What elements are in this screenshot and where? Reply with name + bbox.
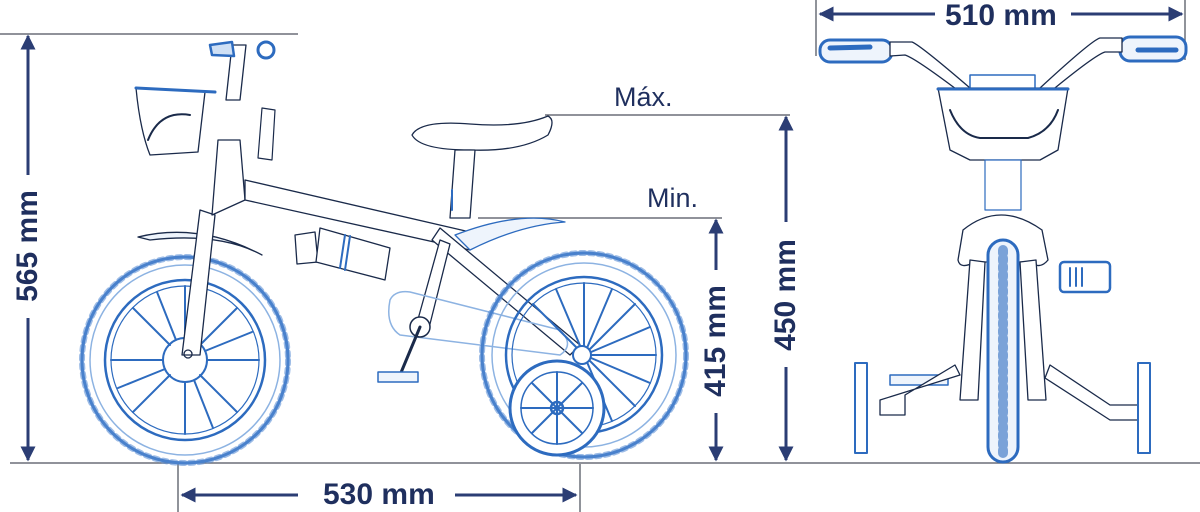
right-training-wheel (1137, 362, 1151, 454)
wheelbase-label: 530 mm (323, 478, 435, 511)
training-wheel (508, 359, 606, 457)
water-bottle (294, 227, 391, 281)
rear-wheel (479, 250, 689, 460)
pedal-front (1058, 260, 1112, 294)
rear-fender (454, 217, 566, 251)
front-view-bike (818, 35, 1188, 464)
handlebar-width-label: 510 mm (945, 0, 1057, 32)
right-training-arm (1044, 364, 1141, 421)
left-grip (818, 38, 894, 64)
chain-guard (388, 290, 569, 356)
front-fender (137, 231, 263, 256)
seat-max-height-label: 450 mm (769, 239, 802, 351)
dimension-arrows (20, 6, 1184, 503)
side-view-bike (79, 40, 689, 466)
handlebar-left (889, 41, 971, 93)
seat-min-label: Min. (647, 183, 699, 213)
front-wheel (79, 254, 291, 466)
front-fork (181, 209, 216, 356)
front-basket (135, 87, 206, 156)
left-training-arm (879, 364, 961, 416)
head-tube (211, 139, 246, 216)
total-height-label: 565 mm (11, 190, 44, 302)
seat-max-label: Máx. (614, 82, 673, 112)
seat-post (449, 149, 476, 219)
bell-icon (256, 40, 276, 60)
seat-min-height-label: 415 mm (699, 285, 732, 397)
seat (411, 115, 553, 151)
handlebar-right (1039, 37, 1123, 93)
stem (225, 44, 247, 101)
left-training-wheel (854, 362, 868, 454)
pedal (377, 371, 419, 383)
